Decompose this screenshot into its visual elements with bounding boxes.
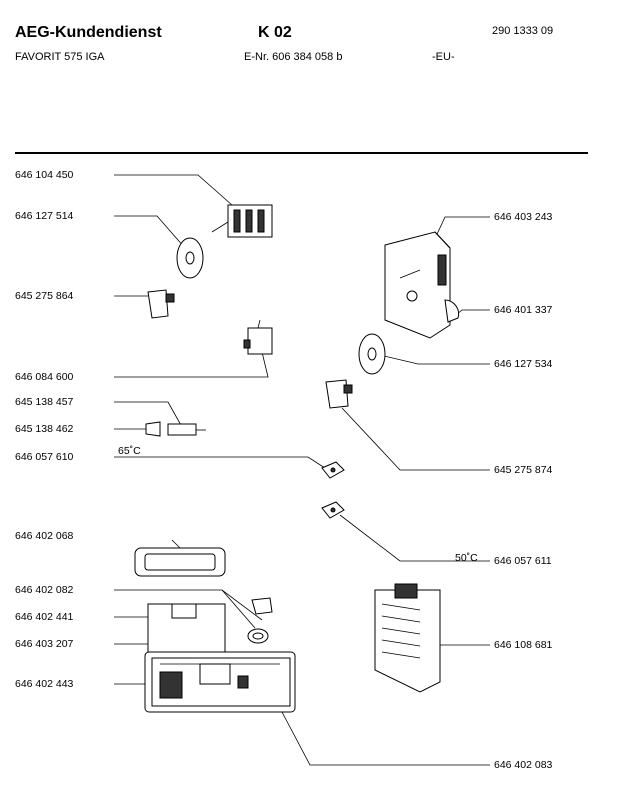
sealing-ring	[247, 628, 269, 644]
part-number-label: 646 401 337	[494, 304, 553, 316]
part-number-label: 646 402 083	[494, 759, 553, 771]
part-number-label: 646 104 450	[15, 169, 74, 181]
temp-label-left: 65˚C	[118, 445, 141, 457]
timer-unit	[384, 231, 460, 339]
thermostat-left	[321, 461, 345, 479]
part-number-label: 646 057 610	[15, 451, 74, 463]
part-number-label: 646 402 068	[15, 530, 74, 542]
control-knob-left	[147, 289, 175, 319]
lamp-holder	[145, 421, 161, 437]
micro-switch	[243, 319, 273, 355]
part-number-label: 646 402 443	[15, 678, 74, 690]
display-frame	[134, 547, 226, 577]
part-number-label: 645 275 864	[15, 290, 74, 302]
part-number-label: 646 402 082	[15, 584, 74, 596]
part-number-label: 645 138 457	[15, 396, 74, 408]
part-number-label: 645 138 462	[15, 423, 74, 435]
part-number-label: 646 402 441	[15, 611, 74, 623]
thermostat-right	[321, 501, 345, 519]
part-number-label: 645 275 874	[494, 464, 553, 476]
part-number-label: 646 108 681	[494, 639, 553, 651]
temp-label-right: 50˚C	[455, 552, 478, 564]
control-disc-left	[176, 237, 204, 279]
part-number-label: 646 127 534	[494, 358, 553, 370]
control-housing	[144, 651, 296, 713]
doc-number: 290 1333 09	[492, 25, 554, 37]
region-code: -EU-	[432, 51, 455, 63]
part-number-label: 646 403 243	[494, 211, 553, 223]
part-number-label: 646 127 514	[15, 210, 74, 222]
e-number: E-Nr. 606 384 058 b	[244, 51, 343, 63]
control-knob-right	[325, 379, 353, 409]
part-number-label: 646 057 611	[494, 555, 552, 567]
cover-panel	[147, 603, 226, 653]
control-disc-right	[358, 333, 386, 375]
knob-cap	[251, 597, 273, 615]
lamp-bulb	[167, 423, 206, 436]
part-number-label: 646 403 207	[15, 638, 74, 650]
brand-title: AEG-Kundendienst	[15, 24, 162, 41]
part-number-label: 646 084 600	[15, 371, 74, 383]
transformer-block	[374, 583, 441, 693]
leader-lines	[114, 174, 490, 766]
rotary-switch-part	[211, 204, 273, 238]
model-name: FAVORIT 575 IGA	[15, 51, 105, 63]
sheet-number: K 02	[258, 24, 292, 41]
